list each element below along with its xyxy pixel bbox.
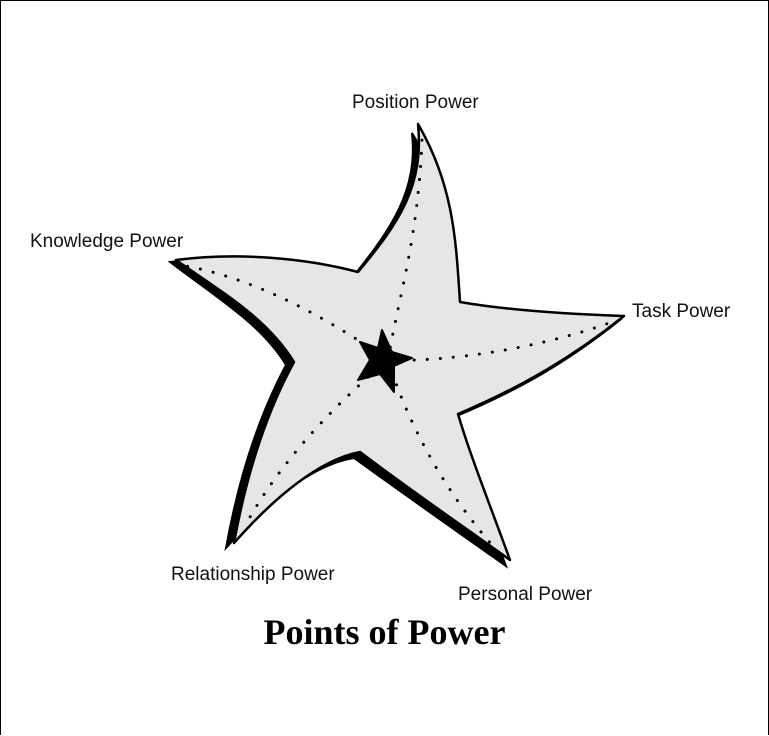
label-task-power: Task Power bbox=[632, 302, 730, 321]
label-personal-power: Personal Power bbox=[458, 585, 592, 604]
label-knowledge-power: Knowledge Power bbox=[30, 232, 183, 251]
starfish-body bbox=[176, 124, 624, 560]
label-position-power: Position Power bbox=[352, 93, 479, 112]
diagram-title: Points of Power bbox=[0, 614, 769, 650]
label-relationship-power: Relationship Power bbox=[171, 565, 335, 584]
